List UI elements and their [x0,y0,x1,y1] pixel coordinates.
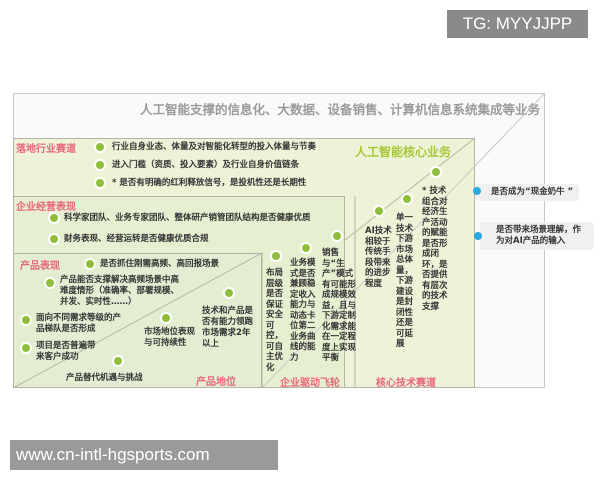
tech-item: AI技术相较于传统手段带来的进步程度 [365,226,392,289]
flywheel-item: 销售与“生产”模式有可能形成规模效益，且与下游定制化需求能在一定程度上实现平衡 [322,248,357,363]
industry-item: 行业自身业态、体量及对智能化转型的投入体量与节奏 [112,142,317,152]
bullet-dot [270,250,282,262]
position-item: 市场地位表现与可持续性 [144,327,196,348]
enterprise-item: 科学家团队、业务专家团队、整体研产销管团队结构是否健康优质 [64,213,311,223]
position-item: 技术和产品是否有能力领跑市场需求2年以上 [202,306,254,349]
bullet-dot [94,141,106,153]
watermark-top: TG: MYYJJPP [447,10,588,38]
bullet-dot [44,277,56,289]
bullet-dot [223,287,235,299]
tech-item: 单一技术下游市场总体量，下游建设是封闭性还是可延展 [396,213,414,349]
bullet-dot [94,177,106,189]
outside-item: 是否带来场景理解，作为对AI产品的输入 [480,222,594,250]
product-item: 项目是否普遍带来客户成功 [36,341,96,362]
flywheel-item: 业务模式是否兼顾稳定收入能力与动态卡位第二业务曲线的能力 [290,258,316,363]
industry-label: 落地行业赛道 [16,144,76,155]
bullet-dot [48,212,60,224]
position-item: 产品替代机遇与挑战 [66,373,143,383]
core-title: 人工智能核心业务 [355,145,452,159]
industry-item: 进入门槛（资质、投入要素）及行业自身价值链条 [112,160,300,170]
bullet-dot [373,205,385,217]
product-item: 产品能否支撑解决高频场景中高难度情形（准确率、部署规模、并发、实时性……） [60,275,180,307]
bullet-dot [430,166,442,178]
blue-dot [473,187,481,195]
enterprise-item: 财务表现、经营运转是否健康优质合规 [64,234,209,244]
enterprise-label: 企业经营表现 [16,202,76,213]
tech-label: 核心技术赛道 [376,378,436,389]
bullet-dot [48,233,60,245]
outer-title: 人工智能支撑的信息化、大数据、设备销售、计算机信息系统集成等业务 [139,102,540,117]
position-label: 产品地位 [196,377,236,388]
product-label: 产品表现 [20,261,60,272]
bullet-dot [112,355,124,367]
bullet-dot [401,193,413,205]
bullet-dot [300,242,312,254]
bullet-dot [20,314,32,326]
watermark-bottom: www.cn-intl-hgsports.com [10,440,278,470]
blue-dot [474,232,482,240]
bullet-dot [94,159,106,171]
flywheel-item: 布局层级是否保证安全可控，可自主优化 [266,268,284,373]
flywheel-label: 企业驱动飞轮 [280,378,340,389]
bullet-dot [331,230,343,242]
product-item: 面向不同需求等级的产品梯队是否形成 [36,313,122,334]
tech-item: * 技术组合对经济生产活动的赋能是否形成闭环，是否提供有层次的技术支撑 [422,186,448,312]
bullet-dot [160,312,172,324]
bullet-dot [20,342,32,354]
product-item: 是否抓住刚需高频、高回报场景 [100,259,220,269]
industry-item: * 是否有明确的红利释放信号，是投机性还是长期性 [112,178,307,188]
outside-item: 是否成为“现金奶牛 ” [475,184,580,201]
bullet-dot [84,258,96,270]
